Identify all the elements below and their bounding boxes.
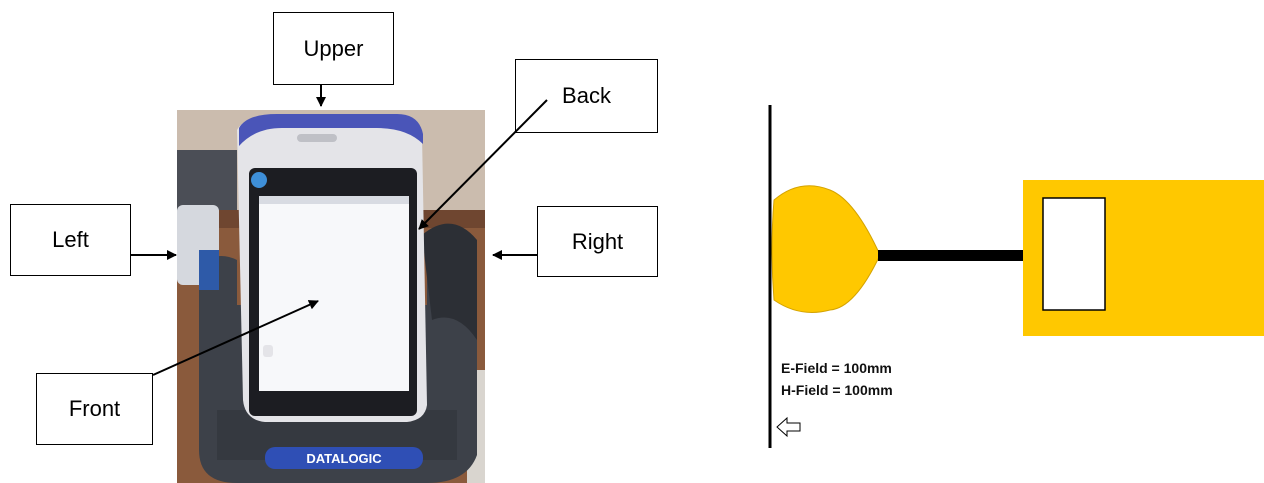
label-front: Front	[36, 373, 153, 445]
probe-head	[771, 185, 881, 313]
logo-band	[265, 447, 423, 469]
label-upper: Upper	[273, 12, 394, 85]
label-right: Right	[537, 206, 658, 277]
label-left: Left	[10, 204, 131, 276]
power-button	[251, 172, 267, 188]
label-front-text: Front	[68, 396, 121, 421]
label-back: Back	[515, 59, 658, 133]
label-left-text: Left	[52, 227, 89, 252]
logo-text: DATALOGIC	[306, 451, 382, 466]
label-upper-text: Upper	[303, 35, 364, 61]
label-back-text: Back	[562, 83, 611, 108]
probe-shaft	[878, 250, 1024, 261]
e-field-label: E-Field = 100mm	[781, 360, 892, 376]
hollow-arrow-icon	[776, 416, 801, 438]
photo-cable-area	[177, 150, 237, 210]
probe-diagram	[768, 105, 1264, 448]
device-screen	[259, 196, 409, 391]
device-top	[239, 114, 423, 146]
device-photo: DATALOGIC	[177, 110, 485, 483]
label-right-text: Right	[571, 228, 624, 254]
probe-window	[1042, 197, 1106, 311]
h-field-label: H-Field = 100mm	[781, 382, 893, 398]
